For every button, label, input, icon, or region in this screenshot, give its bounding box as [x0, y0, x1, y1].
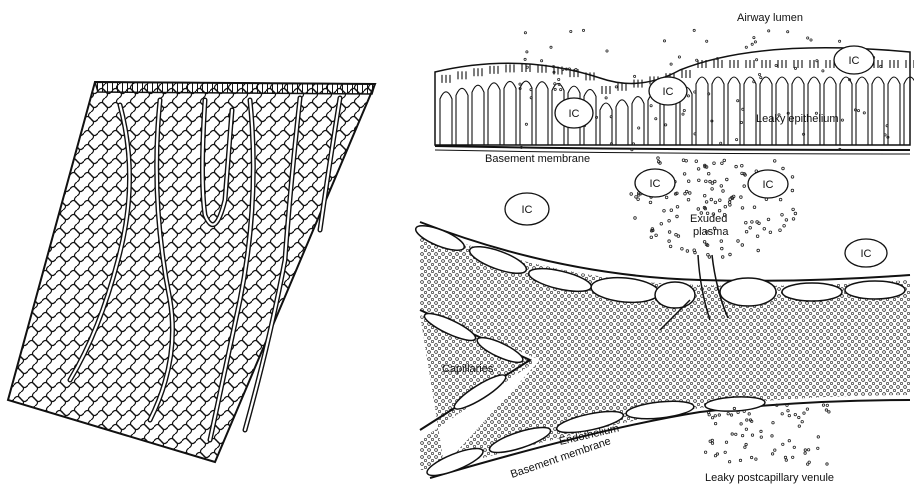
venule-leak-dots: [704, 404, 830, 465]
label-airway-lumen: Airway lumen: [737, 12, 803, 24]
label-plasma: plasma: [693, 226, 729, 238]
ic-label: IC: [849, 55, 860, 67]
inflammatory-cell: IC: [748, 170, 788, 198]
ic-label: IC: [569, 108, 580, 120]
ic-label: IC: [763, 179, 774, 191]
inflammatory-cell: IC: [834, 46, 874, 74]
label-capillaries: Capillaries: [442, 363, 494, 375]
microvascular-block: [8, 82, 375, 462]
inflammatory-cell: IC: [845, 239, 887, 267]
ic-label: IC: [663, 86, 674, 98]
label-basement-membrane-top: Basement membrane: [485, 153, 590, 165]
inflammatory-cell: IC: [505, 193, 549, 225]
ic-label: IC: [861, 248, 872, 260]
label-leaky-venule: Leaky postcapillary venule: [705, 472, 834, 484]
inflammatory-cell: IC: [555, 98, 593, 128]
inflammatory-cell: IC: [635, 169, 675, 197]
label-exuded: Exuded: [690, 213, 727, 225]
inflammatory-cell: IC: [649, 77, 687, 105]
ic-label: IC: [522, 204, 533, 216]
label-leaky-epithelium: Leaky epithelium: [756, 113, 839, 125]
ic-label: IC: [650, 178, 661, 190]
